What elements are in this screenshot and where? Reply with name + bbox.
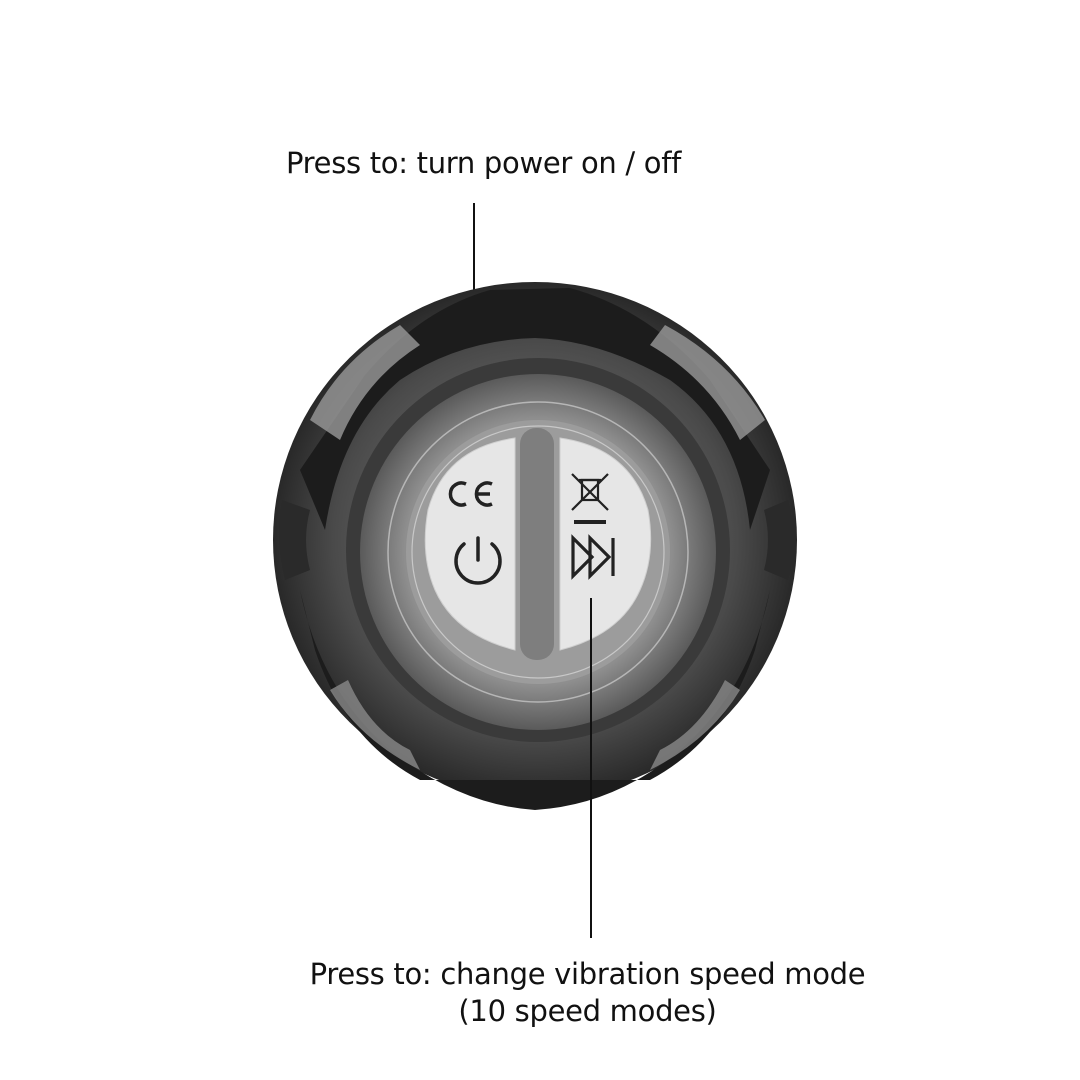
- speed-callout-line2: (10 speed modes): [458, 994, 717, 1028]
- device-control-head: [273, 282, 797, 810]
- fast-forward-icon: [571, 534, 615, 580]
- weee-bin-crossed-icon: [571, 473, 609, 524]
- speed-callout-label: Press to: change vibration speed mode (1…: [0, 956, 1080, 1030]
- speed-callout-line1: Press to: change vibration speed mode: [309, 957, 866, 991]
- speed-callout-line: [590, 598, 592, 938]
- power-icon: [454, 536, 502, 585]
- power-button[interactable]: [424, 437, 516, 651]
- speed-mode-button[interactable]: [559, 437, 652, 651]
- ce-mark-icon: [448, 481, 493, 507]
- power-callout-label: Press to: turn power on / off: [286, 146, 682, 180]
- button-divider: [520, 428, 554, 660]
